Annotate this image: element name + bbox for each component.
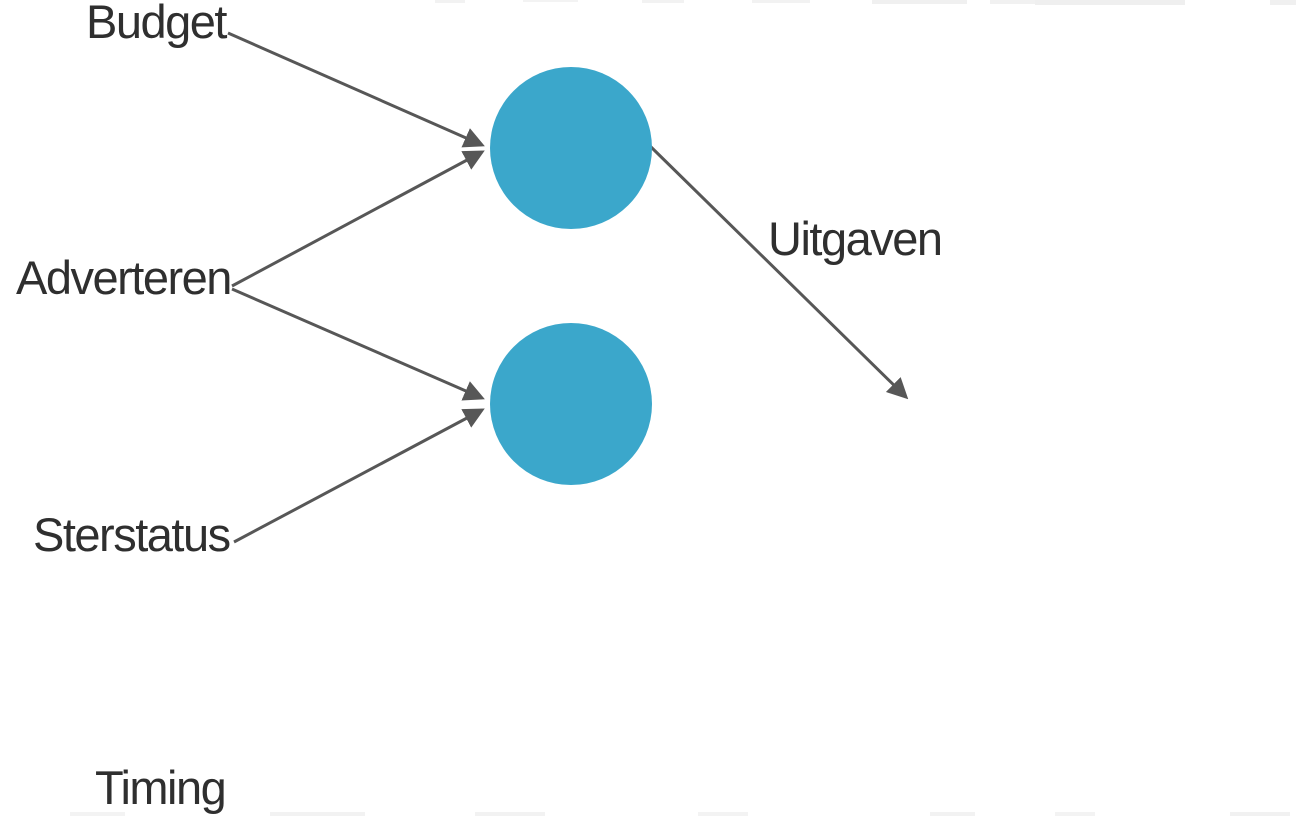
edge-adverteren-to-node1	[231, 150, 485, 288]
latent-node-1	[490, 67, 652, 229]
label-adverteren: Adverteren	[16, 251, 232, 304]
latent-node-2	[490, 323, 652, 485]
label-sterstatus: Sterstatus	[33, 508, 231, 561]
crop-artifact-bottom	[70, 812, 1290, 816]
edge-node1-to-uitgaven	[648, 144, 909, 400]
edge-budget-to-node1	[227, 31, 485, 148]
crop-artifact-top	[435, 0, 1296, 5]
edge-adverteren-to-node2	[231, 287, 485, 401]
label-timing: Timing	[95, 761, 227, 814]
edge-sterstatus-to-node2	[233, 408, 485, 544]
label-uitgaven: Uitgaven	[768, 212, 943, 265]
label-budget: Budget	[86, 0, 227, 48]
